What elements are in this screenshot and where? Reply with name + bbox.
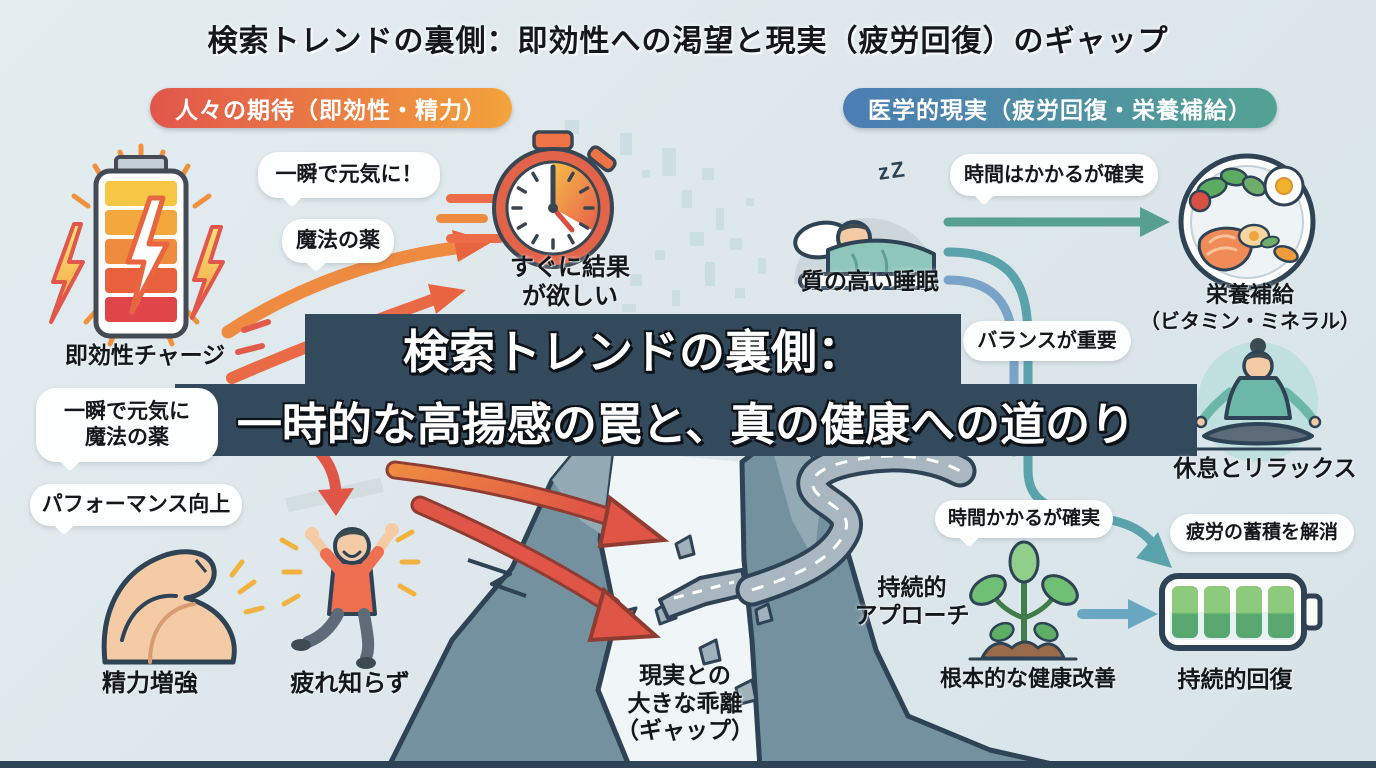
bubble-instant-magic-line1: 一瞬で元気に <box>64 399 190 423</box>
gap-label-line1: 現実との <box>639 662 731 688</box>
bubble-instant-magic: 一瞬で元気に 魔法の薬 <box>36 388 218 462</box>
gap-label-line2: 大きな乖離 <box>627 689 743 716</box>
approach-label: 持続的 アプローチ <box>842 574 982 629</box>
winding-road <box>658 439 977 620</box>
bubble-fatigue-relief: 疲労の蓄積を解消 <box>1170 514 1354 552</box>
muscle-arm-icon <box>101 549 265 665</box>
expectation-header-badge: 人々の期待（即効性・精力） <box>150 88 512 128</box>
stopwatch-label-line1: すぐに結果 <box>510 254 630 281</box>
bubble-instant-magic-line2: 魔法の薬 <box>85 426 169 449</box>
approach-label-line1: 持続的 <box>877 574 947 600</box>
gap-label-line3: （ギャップ） <box>616 717 754 744</box>
jump-label: 疲れ知らず <box>290 670 410 697</box>
approach-label-line2: アプローチ <box>854 601 970 628</box>
bubble-magic-pill: 魔法の薬 <box>282 219 394 263</box>
healthy-meal-icon <box>1178 153 1316 291</box>
overlay-title-line2: 一時的な高揚感の罠と、真の健康への道のり <box>175 384 1197 456</box>
plant-label: 根本的な健康改善 <box>939 666 1116 691</box>
stopwatch-label-line2: が欲しい <box>522 282 618 310</box>
nutrition-label: 栄養補給 （ビタミン・ミネラル） <box>1135 282 1365 335</box>
muscle-label: 精力増強 <box>102 670 198 697</box>
nutrition-label-line2: （ビタミン・ミネラル） <box>1140 311 1360 334</box>
sustainable-battery-icon <box>1159 573 1323 651</box>
digital-pixel-pattern <box>565 120 766 312</box>
sleeping-person-icon <box>793 218 938 290</box>
overlay-title-line1: 検索トレンドの裏側： <box>305 314 961 384</box>
reality-header-badge: 医学的現実（疲労回復・栄養補給） <box>843 88 1277 128</box>
growing-plant-icon <box>968 540 1079 661</box>
sleep-z-icon: zZ <box>876 156 908 185</box>
sleep-label: 質の高い睡眠 <box>801 268 939 294</box>
stopwatch-icon <box>436 130 617 269</box>
page-title: 検索トレンドの裏側：即効性への渇望と現実（疲労回復）のギャップ <box>207 25 1169 58</box>
battery-charge-label: 即効性チャージ <box>64 342 226 368</box>
bubble-time-certain2: 時間かかるが確実 <box>935 500 1113 538</box>
bubble-performance: パフォーマンス向上 <box>30 484 242 526</box>
energy-battery-icon <box>49 143 225 347</box>
bubble-time-certain: 時間はかかるが確実 <box>950 154 1158 196</box>
relax-label: 休息とリラックス <box>1173 455 1357 481</box>
meditation-icon <box>1194 338 1322 462</box>
stopwatch-label: すぐに結果 が欲しい <box>490 254 650 312</box>
nutrition-label-line1: 栄養補給 <box>1205 282 1294 307</box>
green-battery-label: 持続的回復 <box>1177 666 1293 692</box>
gap-label: 現実との 大きな乖離 （ギャップ） <box>600 662 770 745</box>
jumping-person-icon <box>279 523 421 669</box>
bottom-bar <box>0 761 1376 768</box>
bubble-instant-genki: 一瞬で元気に！ <box>258 152 440 198</box>
bubble-balance: バランスが重要 <box>963 321 1131 361</box>
